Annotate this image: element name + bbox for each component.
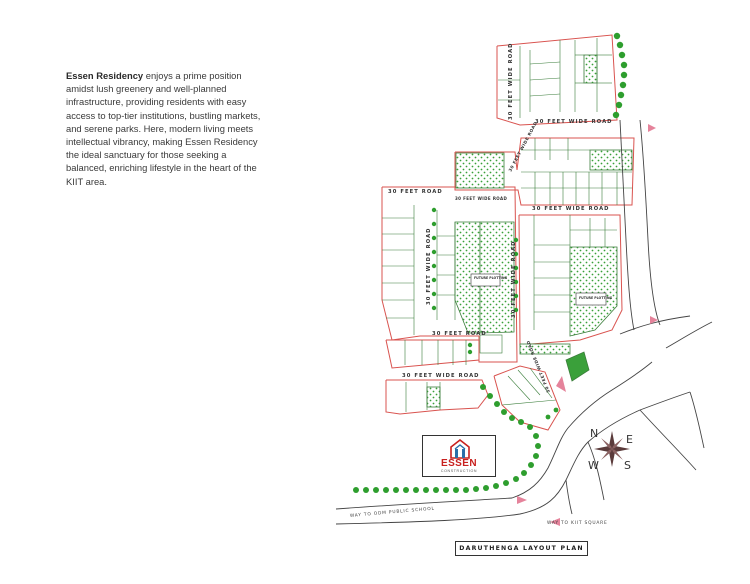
way-to-kiit-label: WAY TO KIIT SQUARE <box>547 520 608 526</box>
road-label-diagonal-top: 30 FEET WIDE ROAD <box>507 121 538 173</box>
plot-grid-middle <box>521 138 632 205</box>
compass-e: E <box>626 433 633 446</box>
compass-w: W <box>588 459 599 472</box>
essen-logo-icon <box>450 439 470 459</box>
logo-sub: CONSTRUCTION <box>440 469 478 473</box>
compass-rose-icon: N E S W <box>588 427 633 472</box>
road-label-5: 30 FEET ROAD <box>388 189 443 195</box>
road-label-2: 30 FEET WIDE ROAD <box>532 206 610 212</box>
plot-grid-bottom <box>404 334 557 412</box>
road-label-4: 30 FEET ROAD <box>432 331 487 337</box>
main-road <box>335 119 713 525</box>
tree-rows <box>353 32 628 493</box>
description-text: enjoys a prime position amidst lush gree… <box>66 70 261 187</box>
project-description: Essen Residency enjoys a prime position … <box>66 69 266 188</box>
future-plotting-left-box <box>470 273 501 287</box>
road-label-vertical-top: 30 FEET WIDE ROAD <box>508 42 514 120</box>
arrow-east-icon-3 <box>650 316 658 324</box>
road-label-6: 30 FEET WIDE ROAD <box>455 196 507 201</box>
arrow-east-icon <box>517 496 527 504</box>
plot-grid-top <box>498 38 612 118</box>
compass-n: N <box>590 427 598 440</box>
future-plotting-left: FUTURE PLOTTING <box>474 276 508 280</box>
future-plotting-right-box <box>575 292 607 306</box>
brand-name: Essen Residency <box>66 70 144 81</box>
road-label-vertical-right: 30 FEET WIDE ROAD <box>511 240 517 318</box>
road-label-7: 30 FEET WIDE ROAD <box>402 373 480 379</box>
logo-name: ESSEN <box>441 458 477 469</box>
top-block <box>496 34 618 126</box>
road-label-vertical-left: 30 FEET WIDE ROAD <box>426 227 432 305</box>
direction-arrows <box>517 124 658 526</box>
green-spaces <box>426 54 633 408</box>
road-label-1: 30 FEET WIDE ROAD <box>535 119 613 125</box>
bottom-block <box>385 339 561 431</box>
future-plotting-right: FUTURE PLOTTING <box>579 296 613 300</box>
plot-grid-left <box>382 205 456 335</box>
arrow-east-icon-2 <box>648 124 656 132</box>
compass-s: S <box>624 459 631 472</box>
essen-logo: ESSEN CONSTRUCTION <box>422 435 496 477</box>
arrow-west-icon <box>550 518 560 526</box>
plot-grid-right <box>533 215 617 330</box>
left-block <box>381 186 518 363</box>
plan-title: DARUTHENGA LAYOUT PLAN <box>455 541 588 556</box>
middle-block <box>454 137 635 206</box>
arrow-north-icon <box>556 376 566 392</box>
